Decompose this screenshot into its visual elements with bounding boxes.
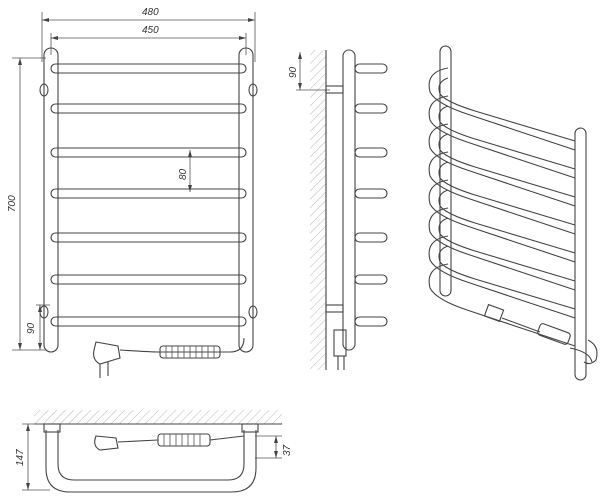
right-post xyxy=(238,47,254,353)
side-post xyxy=(342,49,356,351)
iso-rung xyxy=(428,123,576,207)
iso-back-post xyxy=(439,45,452,297)
side-plug-icon xyxy=(333,329,347,370)
left-post xyxy=(43,47,59,353)
top-cable-coil xyxy=(157,433,211,447)
side-rung xyxy=(354,147,388,158)
cable-coil xyxy=(159,345,221,359)
front-rung xyxy=(50,188,247,199)
side-rung xyxy=(354,63,388,74)
dim-overall-width-label: 480 xyxy=(142,7,159,18)
front-rung xyxy=(50,274,247,285)
top-view: 147 37 xyxy=(15,410,293,493)
dim-depth-inner-label: 37 xyxy=(282,444,293,456)
side-rung xyxy=(354,103,388,114)
iso-rung xyxy=(428,263,576,347)
top-power-cable xyxy=(117,439,159,443)
iso-rung xyxy=(428,151,576,235)
front-rung xyxy=(50,103,247,114)
perspective-view xyxy=(428,45,598,381)
top-plug-icon xyxy=(94,435,119,451)
dimension-bottom-offset: 90 xyxy=(26,304,50,350)
top-bracket-right xyxy=(241,423,259,433)
side-rung xyxy=(354,316,388,327)
bracket-top-right xyxy=(248,83,258,97)
iso-heating-element xyxy=(483,303,598,365)
dim-side-top-offset-label: 90 xyxy=(288,66,299,78)
plug-icon xyxy=(93,341,121,378)
dim-rung-spacing-label: 80 xyxy=(178,168,189,180)
dim-inner-width-label: 450 xyxy=(142,25,159,36)
wall-section xyxy=(310,50,326,370)
iso-front-post xyxy=(574,127,587,381)
side-view: 90 xyxy=(288,49,388,370)
top-u-tube-inner xyxy=(57,430,245,481)
front-rung xyxy=(50,316,247,327)
front-rung xyxy=(50,232,247,243)
iso-rung xyxy=(428,95,576,179)
dimension-rung-spacing: 80 xyxy=(178,150,192,192)
side-bracket-top xyxy=(325,85,344,94)
iso-rung xyxy=(428,207,576,291)
dim-depth-total-label: 147 xyxy=(15,449,26,466)
dimension-inner-width: 450 xyxy=(50,25,247,55)
iso-rung xyxy=(428,235,576,319)
iso-rung xyxy=(428,67,576,151)
top-bracket-left xyxy=(43,423,61,433)
dimension-depth-inner: 37 xyxy=(255,435,293,459)
front-view: 480 450 700 90 xyxy=(7,7,258,378)
top-wall-section xyxy=(34,410,282,424)
power-cable xyxy=(119,337,245,353)
side-rung xyxy=(354,188,388,199)
side-bracket-bottom xyxy=(325,304,344,313)
bracket-top-left xyxy=(39,83,49,97)
side-rung xyxy=(354,274,388,285)
dimension-side-top-offset: 90 xyxy=(288,52,330,91)
dimension-overall-width: 480 xyxy=(41,7,256,62)
bracket-bottom-left xyxy=(39,305,49,319)
dim-bottom-offset-label: 90 xyxy=(26,322,37,334)
dimension-depth-total: 147 xyxy=(15,423,50,491)
bracket-bottom-right xyxy=(248,305,258,319)
side-rung xyxy=(354,232,388,243)
dim-height-label: 700 xyxy=(7,195,18,212)
iso-rung xyxy=(428,179,576,263)
front-rung xyxy=(50,147,247,158)
front-rung xyxy=(50,63,247,74)
top-u-tube-outer xyxy=(45,430,257,493)
